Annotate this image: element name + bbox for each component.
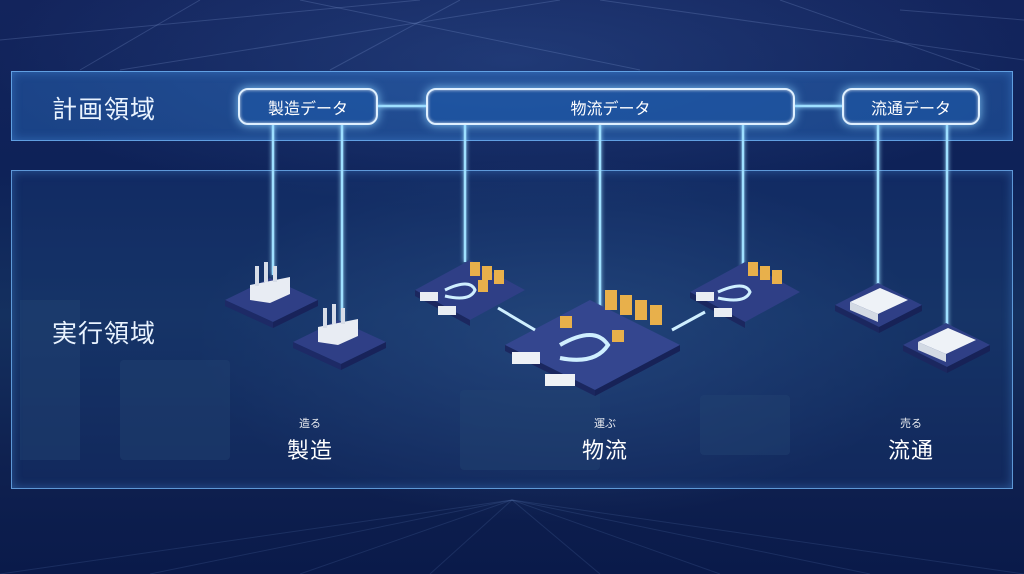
- logistics-label: 物流: [581, 439, 628, 464]
- store-icon-1: [835, 283, 922, 333]
- store-icon-2: [903, 323, 990, 373]
- planning-area-label: 計画領域: [52, 95, 157, 124]
- logistics-section-caption: 運ぶ 物流: [565, 415, 645, 465]
- logistics-data-pill[interactable]: 物流データ: [426, 88, 795, 125]
- distribution-label: 流通: [887, 439, 934, 464]
- manufacturing-ruby: 造る: [299, 417, 321, 430]
- manufacturing-section-caption: 造る 製造: [270, 415, 350, 465]
- manufacturing-data-pill[interactable]: 製造データ: [238, 88, 378, 125]
- logistics-ruby: 運ぶ: [594, 417, 616, 430]
- logistics-hub-right: [690, 262, 800, 328]
- manufacturing-label: 製造: [286, 439, 333, 464]
- distribution-ruby: 売る: [900, 417, 922, 430]
- logistics-hub-left: [415, 260, 525, 326]
- factory-icon-1: [225, 262, 318, 328]
- distribution-section-caption: 売る 流通: [871, 415, 951, 465]
- execution-area-band: [11, 170, 1013, 489]
- execution-area-label: 実行領域: [52, 319, 157, 348]
- factory-icon-2: [293, 304, 386, 370]
- logistics-hub-center: [505, 290, 680, 396]
- distribution-data-pill[interactable]: 流通データ: [842, 88, 980, 125]
